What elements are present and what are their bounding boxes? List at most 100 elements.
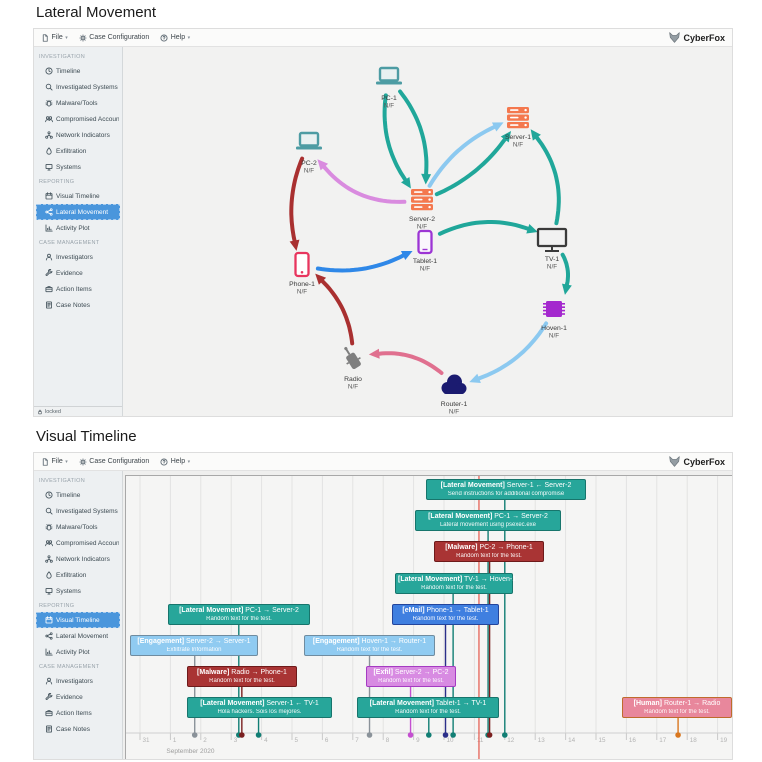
- sidebar-item-visual-timeline[interactable]: Visual Timeline: [36, 188, 120, 204]
- sidebar-item-compromised-accounts[interactable]: Compromised Accounts: [36, 535, 120, 551]
- sidebar-item-investigators[interactable]: Investigators: [36, 673, 120, 689]
- sidebar-item-case-notes[interactable]: Case Notes: [36, 297, 120, 313]
- axis-tick-label: 19: [720, 737, 728, 744]
- clock-icon: [45, 491, 53, 499]
- page-title-lateral-movement: Lateral Movement: [36, 4, 157, 21]
- event-title: [Lateral Movement] Server-1 ← TV-1: [200, 700, 319, 707]
- node-sublabel: N/F: [449, 409, 459, 416]
- node-sublabel: N/F: [297, 289, 307, 296]
- sidebar-item-lateral-movement[interactable]: Lateral Movement: [36, 628, 120, 644]
- axis-tick-label: 4: [264, 737, 268, 744]
- event-description: Random text for the test.: [336, 647, 403, 653]
- gear-icon: [79, 33, 87, 42]
- sidebar-item-evidence[interactable]: Evidence: [36, 265, 120, 281]
- sidebar-item-exfiltration[interactable]: Exfiltration: [36, 567, 120, 583]
- sidebar-item-systems[interactable]: Systems: [36, 159, 120, 175]
- graph-edge-pc-1-server-2: [382, 93, 411, 189]
- node-label: Tablet-1: [413, 258, 437, 265]
- monitor-icon: [45, 587, 53, 595]
- sidebar-item-malware-tools[interactable]: Malware/Tools: [36, 95, 120, 111]
- graph-edge-radio-phone-1: [315, 273, 355, 346]
- event-title: [Lateral Movement] Tablet-1 → TV-1: [369, 700, 487, 707]
- sidebar-item-case-notes[interactable]: Case Notes: [36, 721, 120, 737]
- edge-arrowhead: [315, 273, 327, 285]
- sidebar-item-visual-timeline[interactable]: Visual Timeline: [36, 612, 120, 628]
- menu-case-configuration[interactable]: Case Configuration: [79, 33, 149, 42]
- lock-icon: [38, 409, 42, 415]
- sidebar-item-activity-plot[interactable]: Activity Plot: [36, 644, 120, 660]
- sidebar-section-header: REPORTING: [39, 179, 75, 185]
- graph-edge-router-1-radio: [368, 348, 444, 375]
- graph-node-phone-1[interactable]: Phone-1N/F: [289, 251, 315, 296]
- menu-file[interactable]: File▾: [41, 457, 68, 466]
- sidebar-item-network-indicators[interactable]: Network Indicators: [36, 127, 120, 143]
- menu-case-configuration[interactable]: Case Configuration: [79, 457, 149, 466]
- menu-file[interactable]: File▾: [41, 33, 68, 42]
- graph-node-server-2[interactable]: Server-2N/F: [409, 189, 435, 231]
- graph-node-tablet-1[interactable]: Tablet-1N/F: [413, 229, 437, 273]
- graph-edge-pc-1-server-2: [398, 89, 432, 185]
- sidebar-item-investigators[interactable]: Investigators: [36, 249, 120, 265]
- graph-node-hoven-1[interactable]: Hoven-1N/F: [541, 301, 567, 340]
- sidebar-item-exfiltration[interactable]: Exfiltration: [36, 143, 120, 159]
- chart-icon: [45, 648, 53, 656]
- sidebar-item-evidence[interactable]: Evidence: [36, 689, 120, 705]
- sidebar-item-lateral-movement[interactable]: Lateral Movement: [36, 204, 120, 220]
- sidebar-item-investigated-systems[interactable]: Investigated Systems: [36, 503, 120, 519]
- sidebar-item-activity-plot[interactable]: Activity Plot: [36, 220, 120, 236]
- event-description: Random text for the test.: [395, 709, 461, 715]
- graph-node-server-1[interactable]: Server-1N/F: [505, 107, 531, 149]
- node-label: Server-2: [409, 216, 435, 223]
- event-description: Random text for the test.: [378, 678, 444, 684]
- edge-arrowhead: [421, 173, 432, 185]
- sidebar-item-malware-tools[interactable]: Malware/Tools: [36, 519, 120, 535]
- sidebar-item-timeline[interactable]: Timeline: [36, 63, 120, 79]
- sidebar-section-header: INVESTIGATION: [39, 478, 85, 484]
- sidebar-item-timeline[interactable]: Timeline: [36, 487, 120, 503]
- event-date-dot: [255, 732, 262, 738]
- sidebar-item-label: Network Indicators: [56, 131, 110, 139]
- axis-tick-label: 18: [690, 737, 698, 744]
- edge-arrowhead: [289, 239, 300, 251]
- axis-tick-label: 5: [295, 737, 299, 744]
- edge-arrowhead: [317, 159, 329, 171]
- sidebar-item-systems[interactable]: Systems: [36, 583, 120, 599]
- laptop-icon: [296, 131, 322, 150]
- sidebar-item-network-indicators[interactable]: Network Indicators: [36, 551, 120, 567]
- sidebar-item-action-items[interactable]: Action Items: [36, 281, 120, 297]
- drop-icon: [46, 147, 52, 155]
- menu-help[interactable]: Help▾: [160, 33, 190, 42]
- event-description: Random text for the test.: [206, 616, 272, 622]
- graph-node-router-1[interactable]: Router-1N/F: [441, 374, 468, 416]
- event-title: [Human] Router-1 → Radio: [633, 700, 721, 707]
- sidebar-section-header: CASE MANAGEMENT: [39, 240, 100, 246]
- graph-node-pc-2[interactable]: PC-2N/F: [296, 131, 322, 175]
- sidebar-item-investigated-systems[interactable]: Investigated Systems: [36, 79, 120, 95]
- help-icon: [160, 33, 168, 42]
- graph-node-tv-1[interactable]: TV-1N/F: [536, 227, 568, 271]
- node-label: PC-2: [301, 160, 317, 167]
- sidebar-item-action-items[interactable]: Action Items: [36, 705, 120, 721]
- sidebar-item-label: Evidence: [56, 693, 83, 701]
- graph-node-pc-1[interactable]: PC-1N/F: [376, 66, 402, 110]
- sidebar-item-label: Malware/Tools: [56, 99, 98, 107]
- sidebar-item-compromised-accounts[interactable]: Compromised Accounts: [36, 111, 120, 127]
- menu-help[interactable]: Help▾: [160, 457, 190, 466]
- chart-icon: [45, 224, 53, 232]
